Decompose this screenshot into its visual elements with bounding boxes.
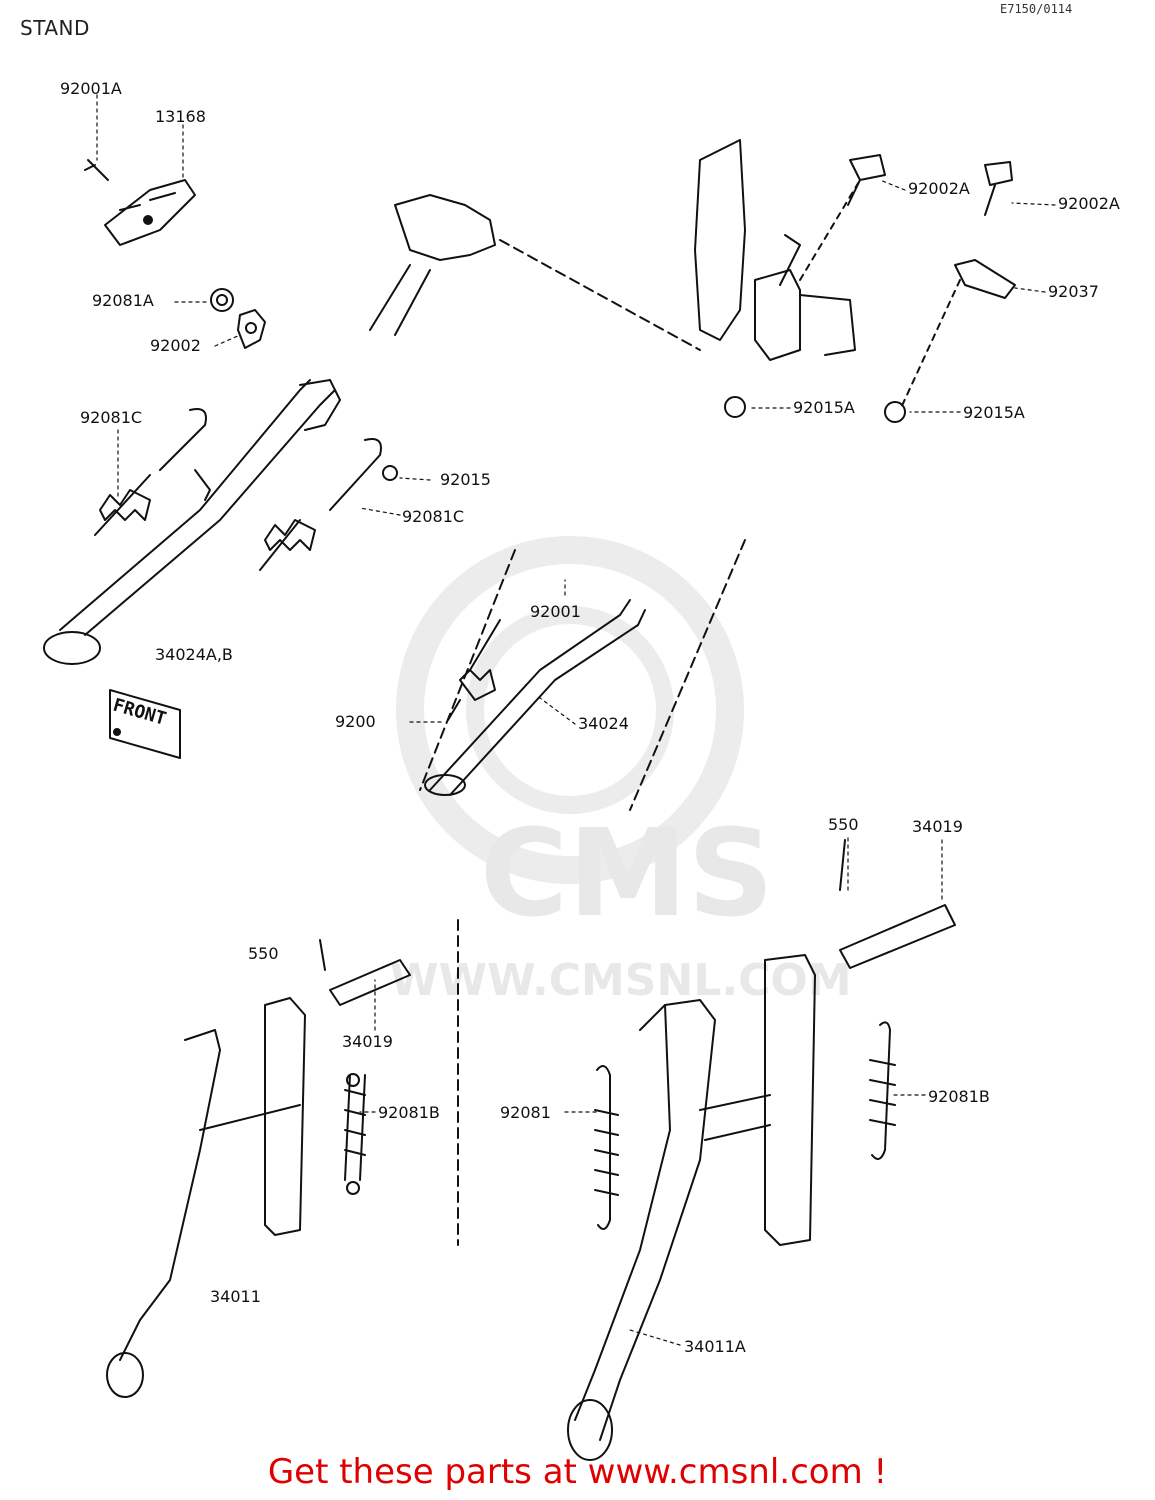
callout-label: 34019 [912, 817, 963, 836]
side-stand-34024-drawing [419, 539, 746, 811]
spring-92081b-left-drawing [344, 1073, 366, 1195]
callout-label: 34024 [578, 714, 629, 733]
callout-label: 9200 [335, 712, 376, 731]
callout-label: 92081B [378, 1103, 440, 1122]
callout-label: 92015A [793, 398, 855, 417]
page-title: STAND [20, 16, 90, 40]
callout-label: 92081B [928, 1087, 990, 1106]
leader-lines [96, 94, 1056, 1346]
center-stand-34011a-drawing [567, 839, 956, 1461]
callout-label: 92037 [1048, 282, 1099, 301]
callout-label: 92081C [80, 408, 142, 427]
callout-label: 34011A [684, 1337, 746, 1356]
callout-label: 34024A,B [155, 645, 233, 664]
watermark-brand: CMS [480, 805, 774, 944]
callout-label: 550 [248, 944, 279, 963]
callout-label: 92001 [530, 602, 581, 621]
center-stand-left-drawing [106, 919, 459, 1398]
callout-label: 92015A [963, 403, 1025, 422]
spring-92081c-left-drawing [94, 408, 207, 536]
callout-label: 92081A [92, 291, 154, 310]
callout-label: 550 [828, 815, 859, 834]
callout-labels: 92001A 13168 92081A 92002 92081C 92015 9… [60, 79, 1120, 1356]
callout-label: 92081C [402, 507, 464, 526]
watermark: CMS WWW.CMSNL.COM [390, 536, 852, 1006]
callout-label: 92002 [150, 336, 201, 355]
spring-92081-drawing [594, 1065, 619, 1230]
footer-link-text[interactable]: Get these parts at www.cmsnl.com ! [267, 1452, 888, 1492]
callout-label: 34011 [210, 1287, 261, 1306]
spring-92081c-right-drawing [259, 438, 398, 571]
watermark-url: WWW.CMSNL.COM [390, 955, 852, 1006]
nut-washer-drawing [210, 288, 266, 349]
linkage-top-drawing [369, 194, 701, 351]
callout-label: 34019 [342, 1032, 393, 1051]
frame-bracket-drawing [694, 139, 1016, 423]
callout-label: 92002A [908, 179, 970, 198]
diagram-reference-code: E7150/0114 [1000, 2, 1073, 16]
callout-label: 92015 [440, 470, 491, 489]
bracket-13168-drawing [84, 159, 196, 246]
callout-label: 92002A [1058, 194, 1120, 213]
front-tag-label: FRONT [111, 695, 169, 730]
callout-label: 13168 [155, 107, 206, 126]
spring-92081b-right-drawing [869, 1021, 896, 1160]
callout-label: 92001A [60, 79, 122, 98]
callout-label: 92081 [500, 1103, 551, 1122]
side-stand-left-drawing [43, 379, 341, 665]
front-tag-drawing [109, 689, 181, 759]
